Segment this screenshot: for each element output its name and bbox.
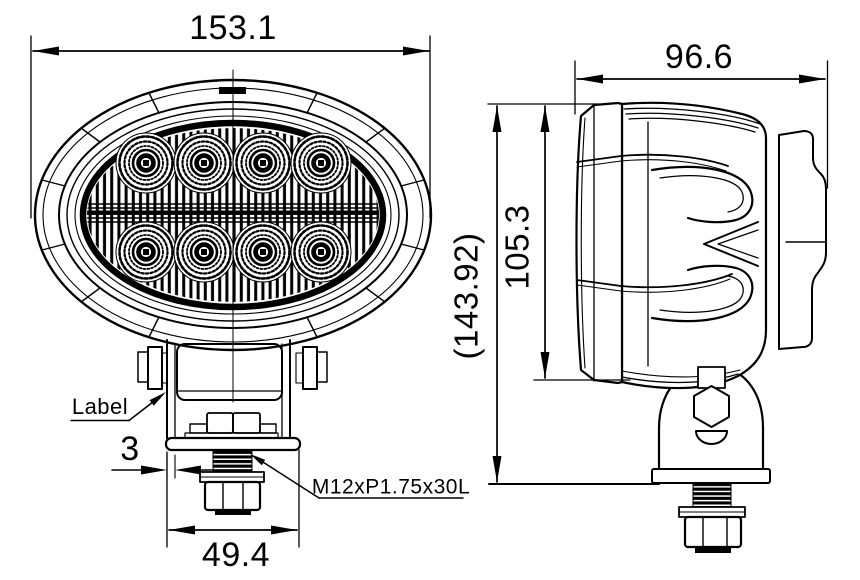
side-pedestal-bolt [693,366,730,445]
side-mounting-stud [678,483,746,553]
label-callout-text: Label [71,394,129,419]
dim-bracket-width [166,449,300,548]
dim-side-depth-label: 96.6 [664,38,734,76]
front-view-drawing [33,69,433,515]
dim-front-width-label: 153.1 [189,9,277,47]
dim-body-height-label: 105.3 [498,204,536,290]
side-view-drawing [575,101,827,553]
front-mounting-stud [199,449,265,515]
dim-front-width [30,35,431,219]
dim-overall-height [487,103,660,485]
dim-body-height [533,105,631,381]
stud-spec-text: M12xP1.75x30L [311,475,471,499]
dim-bracket-thickness [111,465,213,475]
label-leader [70,392,166,422]
side-rear-bracket [778,130,827,350]
dimension-lines [30,35,829,548]
stud-spec-leader [250,454,464,499]
dim-bracket-width-label: 49.4 [201,536,271,574]
side-housing-body [620,101,768,390]
front-lens-grille [87,69,379,403]
side-lens-block [575,101,733,385]
dim-overall-height-label: (143.92) [447,232,485,360]
dim-bracket-thickness-label: 3 [120,430,140,468]
front-bracket [137,339,328,479]
dim-side-depth [574,60,829,189]
